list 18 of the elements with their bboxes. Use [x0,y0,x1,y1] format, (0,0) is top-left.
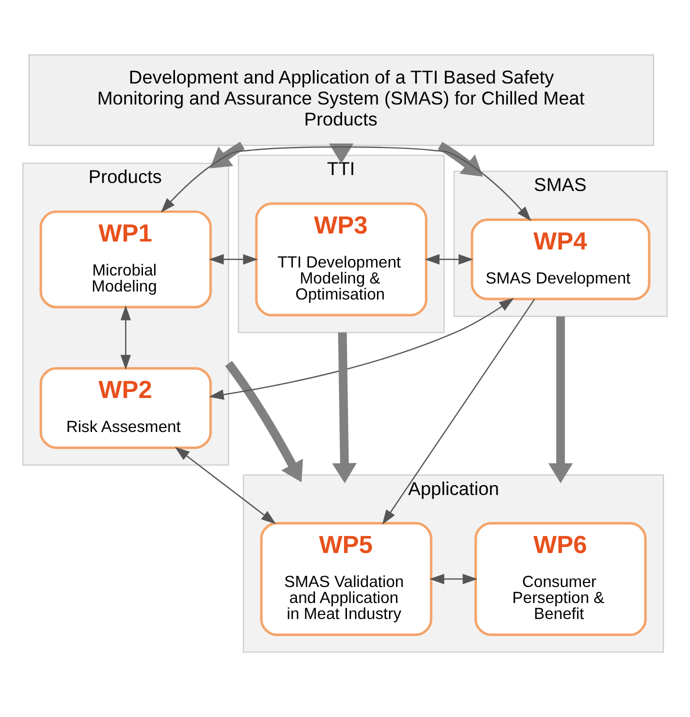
arrow [332,332,357,484]
arrow [424,254,474,265]
arrow [210,142,245,168]
node-box: WP6 Consumer Perseption & Benefit [474,522,647,636]
arrow [548,316,573,484]
arrow [382,298,536,525]
arrow [208,298,514,400]
arrow [438,142,483,177]
arrow [429,574,478,584]
node-box: WP1 Microbial Modeling [40,210,212,308]
arrow [225,360,303,482]
node-box: WP5 SMAS Validation and Application in Meat Industry [260,522,432,636]
arrow [174,446,276,524]
arrow [208,254,258,265]
node-box: WP3 TTI Development Modeling & Optimisation [255,202,428,316]
node-box: WP2 Risk Assesment [40,367,212,449]
node-box: WP4 SMAS Development [470,218,650,300]
arrow [120,305,131,370]
